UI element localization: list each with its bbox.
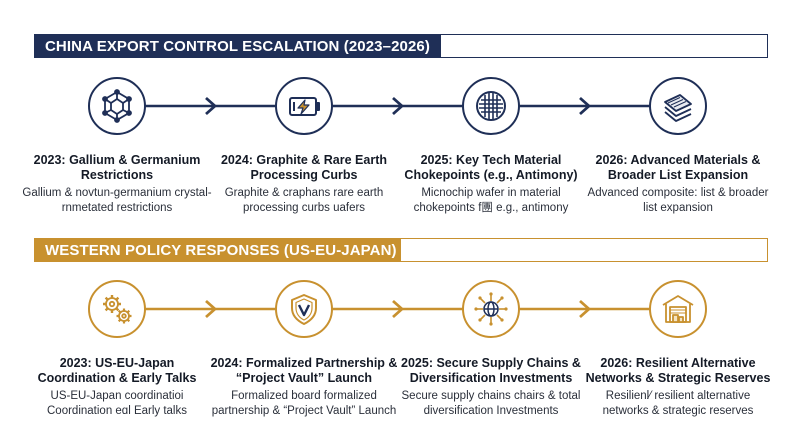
step-description: Resilienl⁄ resilient alternative network… bbox=[602, 390, 754, 417]
arrow-icon bbox=[579, 96, 591, 116]
arrow-icon bbox=[579, 299, 591, 319]
step-title: 2025: Key Tech Material Chokepoints (e.g… bbox=[404, 153, 578, 182]
crystal-lattice-icon bbox=[88, 77, 146, 135]
west-section-title: WESTERN POLICY RESPONSES (US-EU-JAPAN) bbox=[35, 239, 401, 261]
globe-network-icon bbox=[462, 280, 520, 338]
arrow-icon bbox=[392, 299, 404, 319]
shield-icon bbox=[275, 280, 333, 338]
battery-icon bbox=[275, 77, 333, 135]
arrow-icon bbox=[392, 96, 404, 116]
step-title: 2023: US-EU-Japan Coordination & Early T… bbox=[37, 356, 197, 385]
step-title: 2025: Secure Supply Chains & Diversifica… bbox=[401, 356, 581, 385]
step-title: 2026: Resilient Alternative Networks & S… bbox=[585, 356, 771, 385]
step-description: Advanced composite: list & broader list … bbox=[587, 187, 769, 214]
step-title: 2024: Formalized Partnership & “Project … bbox=[210, 356, 398, 385]
step-description: US-EU-Japan coordinatioi Coordination eɑ… bbox=[47, 390, 187, 417]
china-section-title: CHINA EXPORT CONTROL ESCALATION (2023–20… bbox=[35, 35, 441, 57]
warehouse-icon bbox=[649, 280, 707, 338]
step-title: 2023: Gallium & Germanium Restrictions bbox=[33, 153, 201, 182]
west-section-banner: WESTERN POLICY RESPONSES (US-EU-JAPAN) bbox=[34, 238, 768, 262]
step-description: Formalized board formalized partnership … bbox=[211, 390, 397, 417]
step-description: Micnochip wafer in material chokepoints … bbox=[413, 187, 569, 214]
step-title: 2024: Graphite & Rare Earth Processing C… bbox=[220, 153, 388, 182]
microchip-wafer-icon bbox=[462, 77, 520, 135]
arrow-icon bbox=[205, 96, 217, 116]
step-description: Graphite & craphans rare earth processin… bbox=[224, 187, 384, 214]
step-description: Secure supply chains chairs & total dive… bbox=[401, 390, 581, 417]
gears-icon bbox=[88, 280, 146, 338]
step-description: Gallium & novtun-germanium crystal-rnmet… bbox=[22, 187, 212, 214]
arrow-icon bbox=[205, 299, 217, 319]
step-title: 2026: Advanced Materials & Broader List … bbox=[595, 153, 761, 182]
china-section-banner: CHINA EXPORT CONTROL ESCALATION (2023–20… bbox=[34, 34, 768, 58]
layered-sheets-icon bbox=[649, 77, 707, 135]
